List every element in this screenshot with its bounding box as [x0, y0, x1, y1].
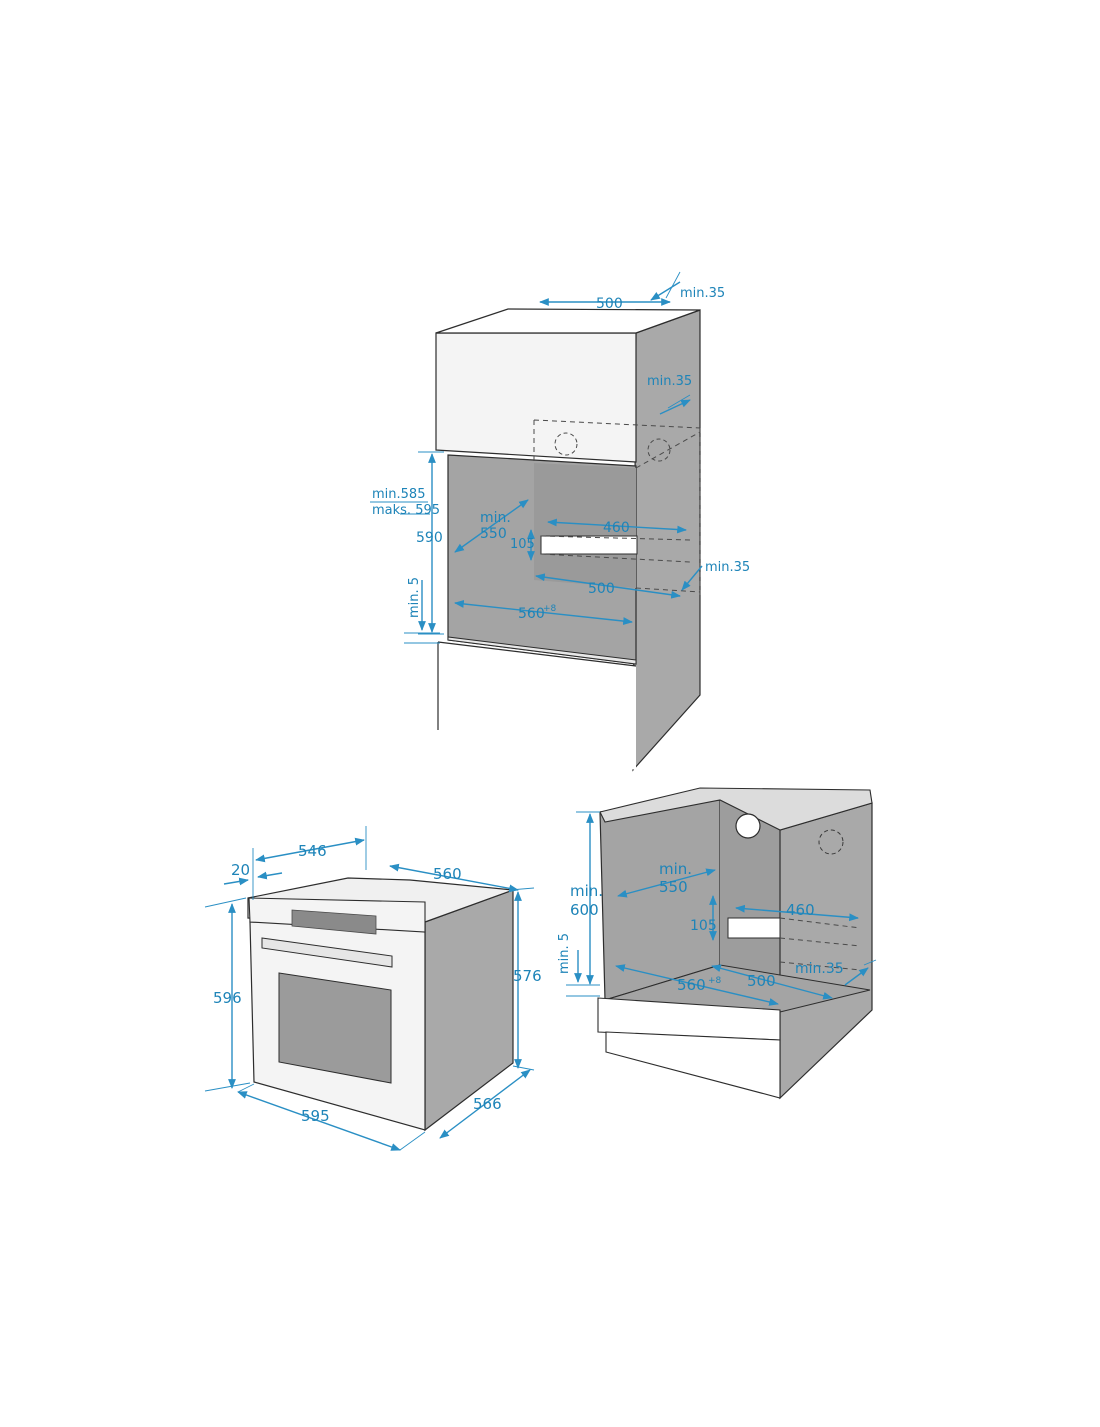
tall-cabinet-vent-hole-2 [647, 438, 671, 462]
base-depth-min-label: min. [659, 860, 692, 878]
tall-cabinet-vent-hole-1 [554, 432, 578, 456]
tall-cabinet-top-face [435, 308, 701, 334]
tall-rear-gap-upper-label: min.35 [647, 374, 692, 389]
base-cabinet-plinth-lower [605, 1031, 781, 1099]
oven-total-depth-label: 566 [473, 1095, 502, 1113]
base-depth-value-label: 550 [659, 878, 688, 896]
tall-height-max-label: maks. 595 [372, 503, 440, 518]
tall-height-label: 590 [416, 530, 443, 546]
oven-front-width-label: 595 [301, 1107, 330, 1125]
oven-front-height-label: 596 [213, 989, 242, 1007]
tall-cabinet-upper-box [435, 332, 637, 463]
oven-side-panel [424, 889, 514, 1132]
base-height-min-label: min. [570, 882, 603, 900]
tall-cabinet-vent-slot [540, 535, 638, 555]
oven-front-thickness-label: 20 [231, 861, 250, 879]
base-cabinet: min. 600 min. 5 min. 550 460 105 560 +8 … [557, 787, 877, 1100]
tall-cabinet-lower-front [438, 642, 636, 770]
base-width-tolerance-label: +8 [708, 976, 722, 986]
base-cabinet-top-rim [599, 787, 873, 831]
tall-top-gap-label: min.35 [680, 286, 725, 301]
oven-display [291, 909, 377, 935]
base-bottom-gap-label: min. 5 [557, 933, 572, 974]
tall-height-min-label: min.585 [372, 487, 425, 502]
tall-vent-height-label: 105 [510, 537, 535, 552]
tall-vent-width-label: 460 [603, 520, 630, 536]
base-rear-gap-label: min.35 [795, 961, 844, 977]
tall-depth-min-label: min. [480, 510, 511, 526]
tall-cabinet: 500 min.35 min.35 min.585 maks. 595 590 … [370, 271, 750, 772]
tall-width-label: 560 [518, 606, 545, 622]
tall-rear-gap-lower-label: min.35 [705, 560, 750, 575]
oven-depth-label: 546 [298, 842, 327, 860]
oven-width-top-label: 560 [433, 865, 462, 883]
tall-floor-depth-label: 500 [588, 581, 615, 597]
base-vent-height-label: 105 [690, 918, 717, 934]
oven-door-window [278, 972, 392, 1084]
base-height-value-label: 600 [570, 901, 599, 919]
base-width-label: 560 [677, 976, 706, 994]
base-cabinet-vent-hole-1 [735, 813, 761, 839]
oven-door-handle [261, 937, 393, 968]
tall-cabinet-floor-panel [447, 636, 637, 665]
oven: 546 20 560 596 576 595 566 [204, 826, 542, 1151]
tall-bottom-gap-label: min. 5 [407, 577, 422, 618]
base-floor-depth-label: 500 [747, 972, 776, 990]
tall-width-tolerance-label: +8 [543, 604, 557, 614]
oven-body-height-label: 576 [513, 967, 542, 985]
base-cabinet-side-panel [779, 802, 873, 1100]
base-cabinet-vent-hole-2 [818, 829, 844, 855]
tall-top-depth-label: 500 [596, 296, 623, 312]
tall-depth-value-label: 550 [480, 526, 507, 542]
base-vent-width-label: 460 [786, 901, 815, 919]
base-cabinet-vent-slot [727, 917, 781, 939]
